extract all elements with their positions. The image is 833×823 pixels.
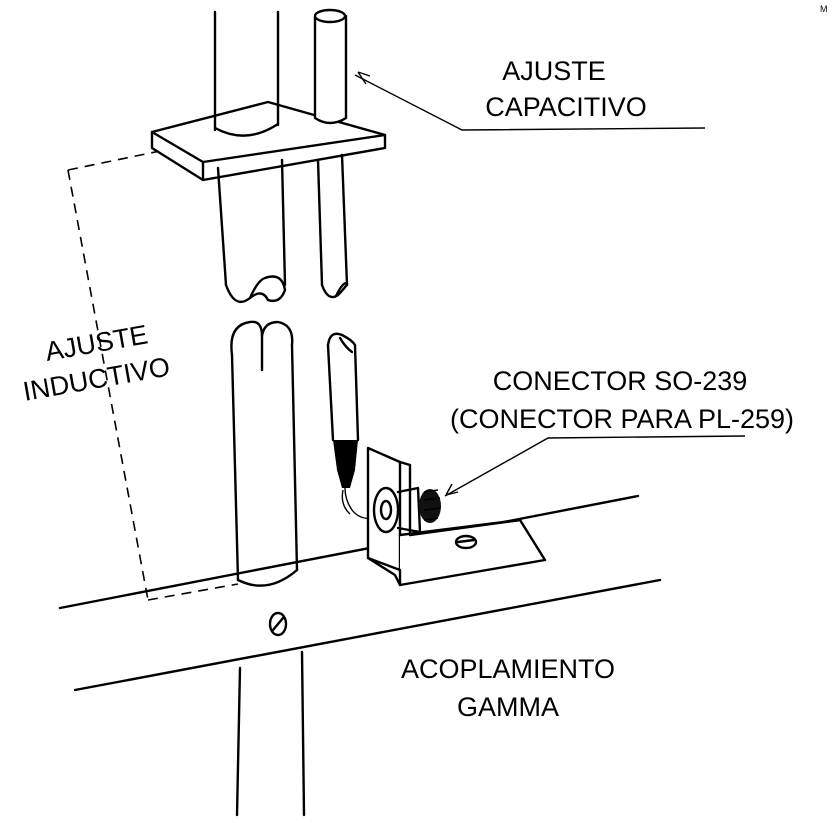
so-239-connector — [372, 486, 441, 534]
gamma-rod-lower — [326, 332, 360, 442]
gamma-rod-middle — [316, 153, 349, 299]
boom — [58, 494, 662, 692]
shorting-bar-plate — [150, 100, 387, 182]
driven-element-upper — [213, 10, 280, 137]
driven-element-middle — [216, 158, 287, 303]
l-bracket — [366, 446, 547, 587]
label-connector-2: (CONECTOR PARA PL-259) — [450, 404, 794, 434]
leader-lines — [354, 71, 746, 497]
lower-element — [235, 650, 306, 817]
label-connector-1: CONECTOR SO-239 — [493, 366, 748, 396]
gamma-rod-upper — [313, 8, 348, 125]
insulated-sleeve — [333, 440, 358, 488]
label-inductive-adjust-2: INDUCTIVO — [21, 351, 172, 406]
label-capacitive-adjust-1: AJUSTE — [502, 56, 606, 86]
boom-screw — [268, 611, 288, 637]
corner-mark: M — [820, 4, 828, 14]
bracket-screw — [454, 534, 478, 550]
driven-element-lower — [230, 320, 299, 587]
label-gamma-2: GAMMA — [457, 692, 559, 722]
label-capacitive-adjust-2: CAPACITIVO — [485, 92, 647, 122]
inductive-adjust-dashed-outline — [67, 149, 239, 601]
label-gamma-1: ACOPLAMIENTO — [401, 654, 615, 684]
